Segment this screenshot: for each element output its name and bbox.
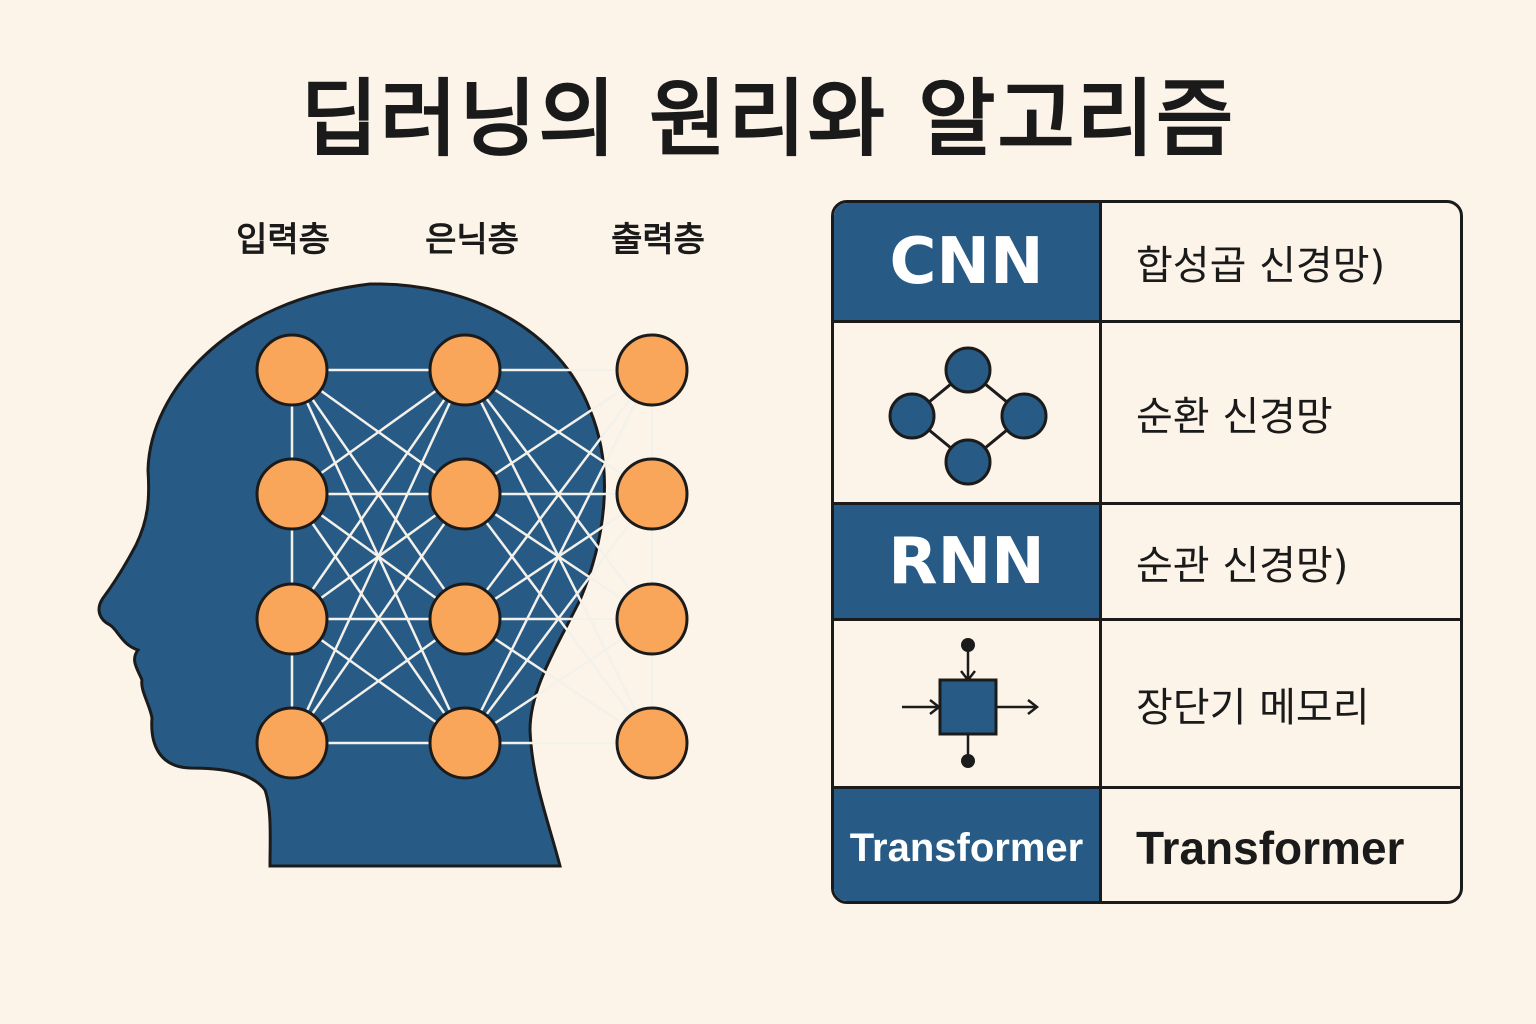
table-row: 장단기 메모리 (834, 621, 1460, 789)
transformer-desc: Transformer (1136, 822, 1405, 874)
input-layer-label: 입력층 (236, 220, 330, 260)
rnn-label: RNN (888, 524, 1045, 599)
output-layer-label: 출력층 (611, 220, 705, 260)
network-nodes (255, 333, 689, 780)
network-node (615, 706, 689, 780)
network-node (255, 706, 329, 780)
network-node (255, 333, 329, 407)
page-title: 딥러닝의 원리와 알고리즘 (300, 70, 1236, 168)
lstm-cell (834, 621, 1102, 786)
network-node (255, 582, 329, 656)
algorithm-table: CNN 합성곱 신경망) 순환 신경망 (831, 200, 1463, 904)
network-node (615, 333, 689, 407)
network-node (428, 582, 502, 656)
rnn-desc: 순관 신경망) (1136, 542, 1349, 589)
table-row: CNN 합성곱 신경망) (834, 203, 1460, 323)
connection-line (464, 617, 653, 745)
connection-line (290, 369, 467, 744)
lstm-desc: 장단기 메모리 (1136, 684, 1370, 731)
network-node (428, 457, 502, 531)
network-node (428, 333, 502, 407)
connection-line (464, 368, 653, 496)
cnn-label: CNN (889, 224, 1044, 299)
lstm-cell-icon (902, 638, 1040, 768)
network-node (255, 457, 329, 531)
network-node (615, 457, 689, 531)
cnn-desc: 합성곱 신경망) (1136, 242, 1386, 289)
table-row: 순환 신경망 (834, 323, 1460, 505)
network-node (615, 582, 689, 656)
table-row: RNN 순관 신경망) (834, 505, 1460, 621)
table-row: Transformer Transformer (834, 789, 1460, 901)
hidden-layer-label: 은닉층 (425, 220, 519, 260)
connection-line (290, 493, 467, 744)
transformer-label: Transformer (849, 825, 1084, 870)
rnn-loop-cell (834, 323, 1102, 502)
network-node (428, 706, 502, 780)
connection-line (463, 369, 654, 744)
rnn-loop-icon (888, 346, 1048, 486)
cnn-cell: CNN (834, 203, 1102, 320)
connection-line (464, 493, 653, 744)
rnn-loop-desc: 순환 신경망 (1136, 393, 1333, 440)
transformer-cell: Transformer (834, 789, 1102, 901)
connection-line (464, 369, 653, 620)
neural-network-diagram (97, 282, 689, 868)
connection-line (290, 369, 467, 620)
rnn-cell: RNN (834, 505, 1102, 618)
